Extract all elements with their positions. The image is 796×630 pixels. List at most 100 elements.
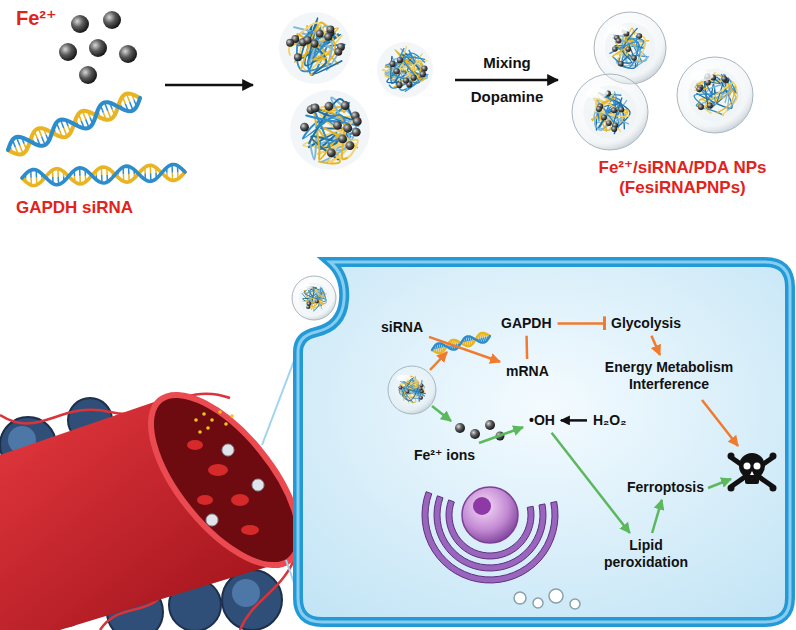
blood-vessel	[210, 418, 214, 422]
fe-ion	[419, 396, 423, 400]
shell-highlight	[690, 71, 713, 82]
fe-ion	[316, 30, 324, 38]
fe-ion	[300, 123, 309, 132]
blood-vessel	[224, 422, 228, 426]
sirna-label: GAPDH siRNA	[16, 198, 133, 218]
vesicle	[514, 592, 526, 604]
fe-ion	[307, 302, 311, 306]
particle-core	[605, 23, 655, 73]
tumor-tissue	[222, 570, 282, 630]
fe-ion	[311, 40, 319, 48]
rna-strand	[320, 117, 354, 162]
node-text: GAPDH	[501, 315, 552, 332]
rna-strand	[313, 288, 325, 311]
blood-vessel	[208, 464, 228, 476]
fe-ion	[485, 420, 495, 430]
fe-ion	[325, 102, 334, 111]
fe-ion	[616, 38, 622, 44]
pathway-term: •OH	[526, 411, 558, 430]
cell-death-skull	[754, 463, 761, 470]
fe-ion	[346, 141, 355, 150]
cell-death-skull	[750, 471, 754, 475]
particle-core	[290, 90, 370, 170]
ion-label: Fe²⁺	[16, 6, 57, 30]
fe-ion	[455, 423, 465, 433]
fe-ion	[418, 387, 422, 391]
particle-core	[377, 42, 433, 98]
blood-vessel	[218, 410, 222, 414]
vesicle	[533, 598, 543, 608]
blood-vessel	[187, 440, 203, 450]
fe-ion	[59, 43, 77, 61]
shell-highlight	[396, 375, 410, 382]
step-label: Dopamine	[452, 88, 562, 106]
particle-core	[279, 12, 351, 84]
node-text: •OH	[529, 412, 555, 429]
node-text: H₂O₂	[593, 412, 626, 429]
pathway-term: Ferroptosis	[624, 478, 707, 497]
pathway-term: Energy Metabolism Interference	[596, 358, 742, 394]
blood-vessel	[197, 495, 213, 505]
fe-ion	[89, 39, 107, 57]
node-text: Energy Metabolism Interference	[599, 359, 739, 393]
node-text: Lipid peroxidation	[597, 537, 695, 571]
cell-death-skull	[770, 453, 777, 460]
helix-strand	[22, 165, 185, 185]
pda-shell	[572, 74, 648, 150]
pathway-term: GAPDH	[498, 314, 555, 333]
cell-death-skull	[728, 453, 735, 460]
pathway-term: mRNA	[503, 362, 552, 381]
rna-strand	[601, 95, 618, 117]
fe-ion	[327, 148, 336, 157]
blood-vessel	[230, 414, 234, 418]
fe-ion	[71, 15, 89, 33]
pda-shell	[292, 276, 336, 320]
fe-ion	[470, 429, 480, 439]
rna-strand	[298, 31, 329, 58]
node-text: siRNA	[381, 319, 423, 336]
tumor-cell	[298, 262, 790, 622]
fe-ion	[411, 75, 417, 81]
fe-ion	[311, 104, 320, 113]
fe-ion	[341, 101, 350, 110]
blood-vessel	[206, 514, 218, 526]
pathway-term: Lipid peroxidation	[594, 536, 698, 572]
fe-ion	[698, 104, 704, 110]
particle-core	[688, 68, 741, 121]
shell-highlight	[607, 25, 629, 35]
pathway-term: H₂O₂	[590, 411, 629, 430]
rna-strand	[697, 82, 715, 104]
blood-vessel	[194, 410, 234, 434]
fe-ion	[721, 76, 727, 82]
rna-strand	[312, 290, 326, 301]
fe-ion	[696, 86, 702, 92]
fe-ion	[403, 77, 409, 83]
fe-ion	[394, 68, 400, 74]
release-arrow	[432, 406, 451, 421]
fe-ion	[315, 299, 319, 303]
fe-ion	[405, 389, 409, 393]
fe-ion	[397, 57, 403, 63]
node-text: Fe²⁺ ions	[414, 447, 475, 464]
blood-vessel	[241, 525, 259, 535]
rna-strand	[393, 57, 425, 83]
helix-strand	[8, 98, 140, 150]
shell-highlight	[300, 284, 313, 290]
fe-ion	[79, 66, 97, 84]
fe-ion	[611, 107, 617, 113]
pathway-term: siRNA	[378, 318, 426, 337]
pathway-arrow	[651, 336, 659, 355]
fe-ion	[707, 103, 713, 109]
fe-ion	[596, 106, 602, 112]
fe-ion	[343, 124, 352, 133]
pathway-arrow	[479, 427, 523, 443]
fe-ion	[612, 46, 618, 52]
node-text: Ferroptosis	[627, 479, 704, 496]
pathway-arrow	[552, 433, 630, 533]
fe-ion	[353, 117, 362, 126]
pathway-arrow	[429, 337, 500, 362]
fe-ion	[334, 48, 342, 56]
fe-ion	[324, 33, 332, 41]
inhibition-connector	[558, 322, 605, 325]
rna-strand	[322, 98, 356, 162]
